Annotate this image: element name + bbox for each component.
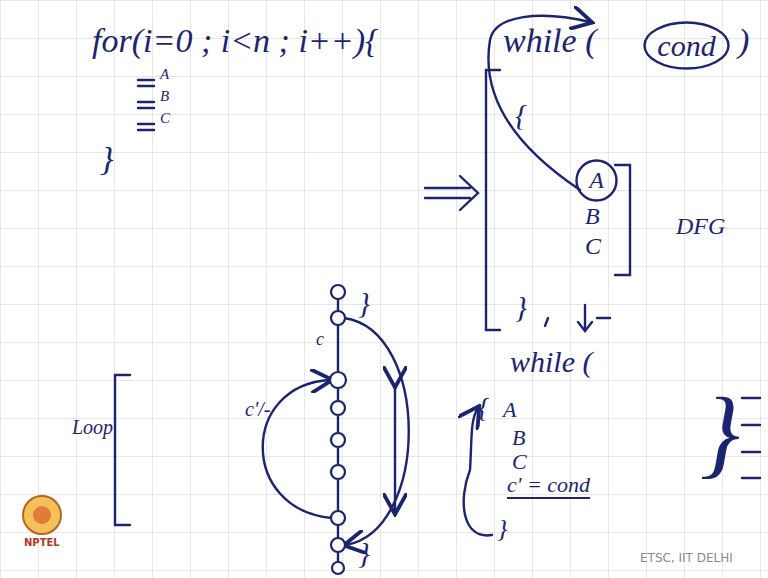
node-text: cond xyxy=(643,29,730,62)
circled-term: A xyxy=(575,159,618,202)
ink-dashes xyxy=(742,398,760,478)
graph-back-edge xyxy=(263,380,332,518)
loop-bracket xyxy=(115,375,130,525)
statement: C xyxy=(512,450,527,474)
brace: } xyxy=(515,290,527,323)
graph-nodes xyxy=(330,285,346,574)
statement: C xyxy=(160,110,170,127)
loop-arrow xyxy=(464,408,492,535)
circled-term: cond xyxy=(643,21,730,70)
ink-dashes xyxy=(138,80,154,130)
graph-label: DFG xyxy=(676,213,725,239)
edge-label: c xyxy=(316,330,324,350)
block-bracket xyxy=(486,70,500,330)
paren: ) xyxy=(738,22,749,59)
statement: B xyxy=(512,426,525,450)
watermark: ETSC, IIT DELHI xyxy=(640,552,733,565)
span-arrow xyxy=(394,385,396,512)
code-keyword: while ( xyxy=(510,345,593,378)
statement: A xyxy=(160,66,169,83)
logo-text: NPTEL xyxy=(24,537,60,548)
statement: A xyxy=(503,398,516,422)
brace: } xyxy=(358,286,370,319)
statement: B xyxy=(160,88,169,105)
implies-arrow xyxy=(425,176,478,210)
brace: } xyxy=(497,515,507,544)
brace: { xyxy=(478,393,489,424)
brace: } xyxy=(700,378,740,488)
graph-skip-edge xyxy=(344,318,409,545)
code-line: for(i=0 ; i<n ; i++){ xyxy=(92,22,379,59)
statement: B xyxy=(585,203,600,229)
brace: { xyxy=(515,98,527,131)
down-arrow xyxy=(578,305,610,331)
ink-comma xyxy=(545,318,548,326)
nptel-logo xyxy=(23,496,61,534)
assignment: c' = cond xyxy=(507,473,590,497)
node-text: A xyxy=(575,167,618,193)
region-label: Loop xyxy=(72,416,113,438)
brace: } xyxy=(358,536,370,569)
code-keyword: while ( xyxy=(503,22,596,59)
brace: } xyxy=(100,140,114,177)
edge-label: c'/- xyxy=(245,398,270,420)
statement: C xyxy=(585,233,601,259)
